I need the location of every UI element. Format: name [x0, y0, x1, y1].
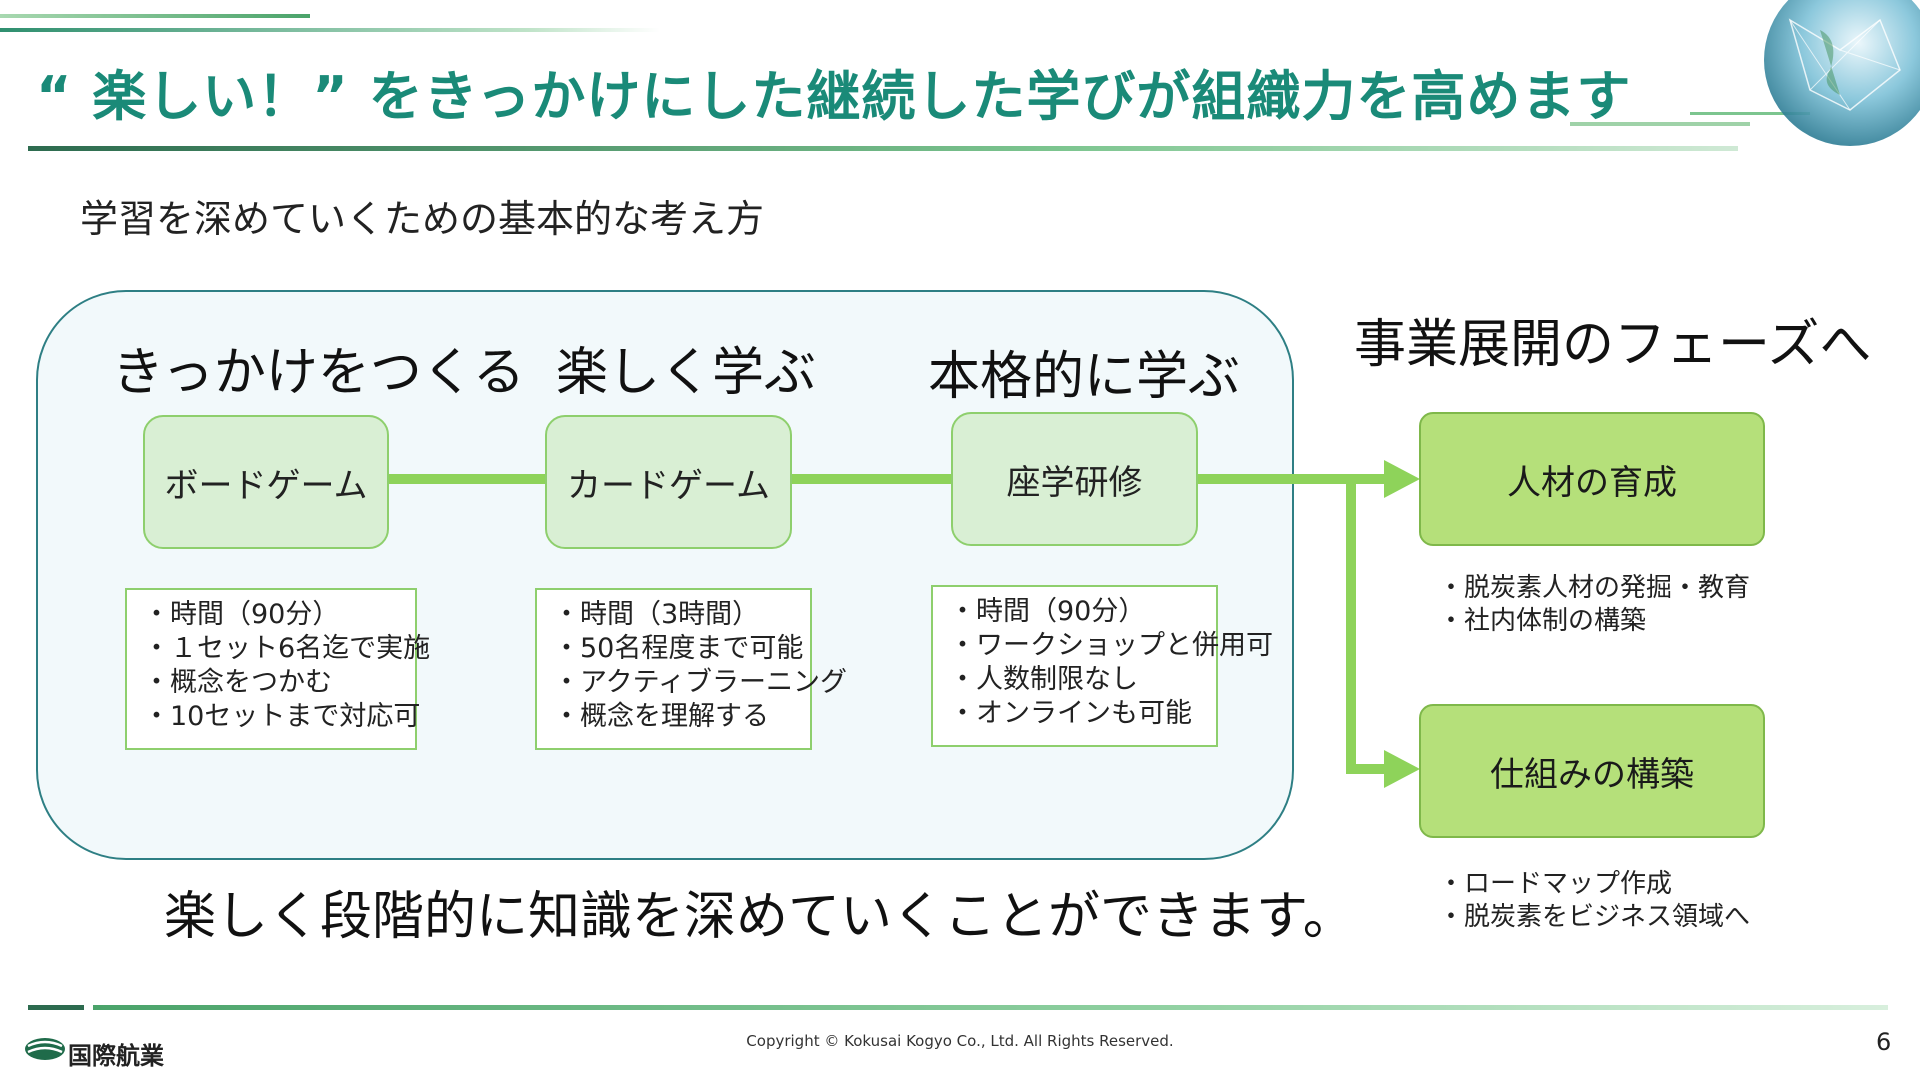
detail-line: ・オンラインも可能	[949, 698, 1192, 729]
connector-to-second	[1346, 764, 1392, 774]
detail-line: ・概念を理解する	[553, 701, 769, 732]
detail-line: ・時間（3時間）	[553, 599, 760, 630]
stage-label-serious-learning: 本格的に学ぶ	[928, 347, 1241, 407]
detail-line: ・10セットまで対応可	[143, 701, 421, 732]
conclusion-text: 楽しく段階的に知識を深めていくことができます。	[164, 887, 1355, 947]
detail-line: ・時間（90分）	[143, 599, 340, 630]
header-stripe-bottom	[28, 146, 1738, 151]
page-title: “ 楽しい！” をきっかけにした継続した学びが組織力を高めます	[36, 65, 1632, 128]
company-logo-icon	[25, 1038, 65, 1060]
stage-label-trigger: きっかけをつくる	[112, 343, 525, 403]
stage-box-board-game: ボードゲーム	[143, 415, 389, 549]
header-stripe-right	[1570, 122, 1750, 126]
detail-line: ・50名程度まで可能	[553, 633, 804, 664]
detail-line: ・時間（90分）	[949, 596, 1146, 627]
learning-steps-panel	[36, 290, 1294, 860]
result-item: ・脱炭素人材の発掘・教育	[1438, 573, 1751, 603]
result-list-talent-development: ・脱炭素人材の発掘・教育 ・社内体制の構築	[1438, 572, 1750, 638]
company-logo-text: 国際航業	[68, 1042, 164, 1070]
arrow-head-second	[1384, 750, 1420, 788]
detail-line: ・ワークショップと併用可	[949, 630, 1273, 661]
phase-title: 事業展開のフェーズへ	[1354, 315, 1872, 375]
result-item: ・ロードマップ作成	[1438, 869, 1673, 899]
connector-card-lecture	[790, 474, 952, 484]
connector-vertical	[1346, 474, 1356, 774]
result-item: ・社内体制の構築	[1438, 606, 1647, 636]
detail-line: ・アクティブラーニング	[553, 667, 848, 698]
detail-line: ・人数制限なし	[949, 664, 1138, 695]
result-item: ・脱炭素をビジネス領域へ	[1438, 902, 1751, 932]
stage-details-lecture: ・時間（90分） ・ワークショップと併用可 ・人数制限なし ・オンラインも可能	[931, 585, 1273, 747]
stage-label-fun-learning: 楽しく学ぶ	[556, 343, 817, 403]
connector-board-card	[388, 474, 548, 484]
copyright-text: Copyright © Kokusai Kogyo Co., Ltd. All …	[746, 1032, 1174, 1050]
header-stripe-top-2	[0, 28, 660, 32]
result-box-framework-building: 仕組みの構築	[1419, 704, 1765, 838]
section-subtitle: 学習を深めていくための基本的な考え方	[80, 197, 765, 241]
detail-line: ・１セット6名迄で実施	[143, 633, 431, 664]
footer-stripe	[28, 1005, 1888, 1010]
stage-details-board-game: ・時間（90分） ・１セット6名迄で実施 ・概念をつかむ ・10セットまで対応可	[125, 588, 431, 750]
connector-lecture-phase	[1196, 474, 1392, 484]
globe-icon	[1764, 0, 1920, 146]
stage-box-card-game: カードゲーム	[545, 415, 792, 549]
result-box-talent-development: 人材の育成	[1419, 412, 1765, 546]
page-number: 6	[1876, 1028, 1892, 1056]
stage-details-card-game: ・時間（3時間） ・50名程度まで可能 ・アクティブラーニング ・概念を理解する	[535, 588, 848, 750]
header-stripe-right-2	[1690, 112, 1810, 115]
header-stripe-top	[0, 14, 310, 18]
result-list-framework-building: ・ロードマップ作成 ・脱炭素をビジネス領域へ	[1438, 868, 1750, 934]
arrow-head-first	[1384, 460, 1420, 498]
stage-box-lecture: 座学研修	[951, 412, 1198, 546]
detail-line: ・概念をつかむ	[143, 667, 332, 698]
